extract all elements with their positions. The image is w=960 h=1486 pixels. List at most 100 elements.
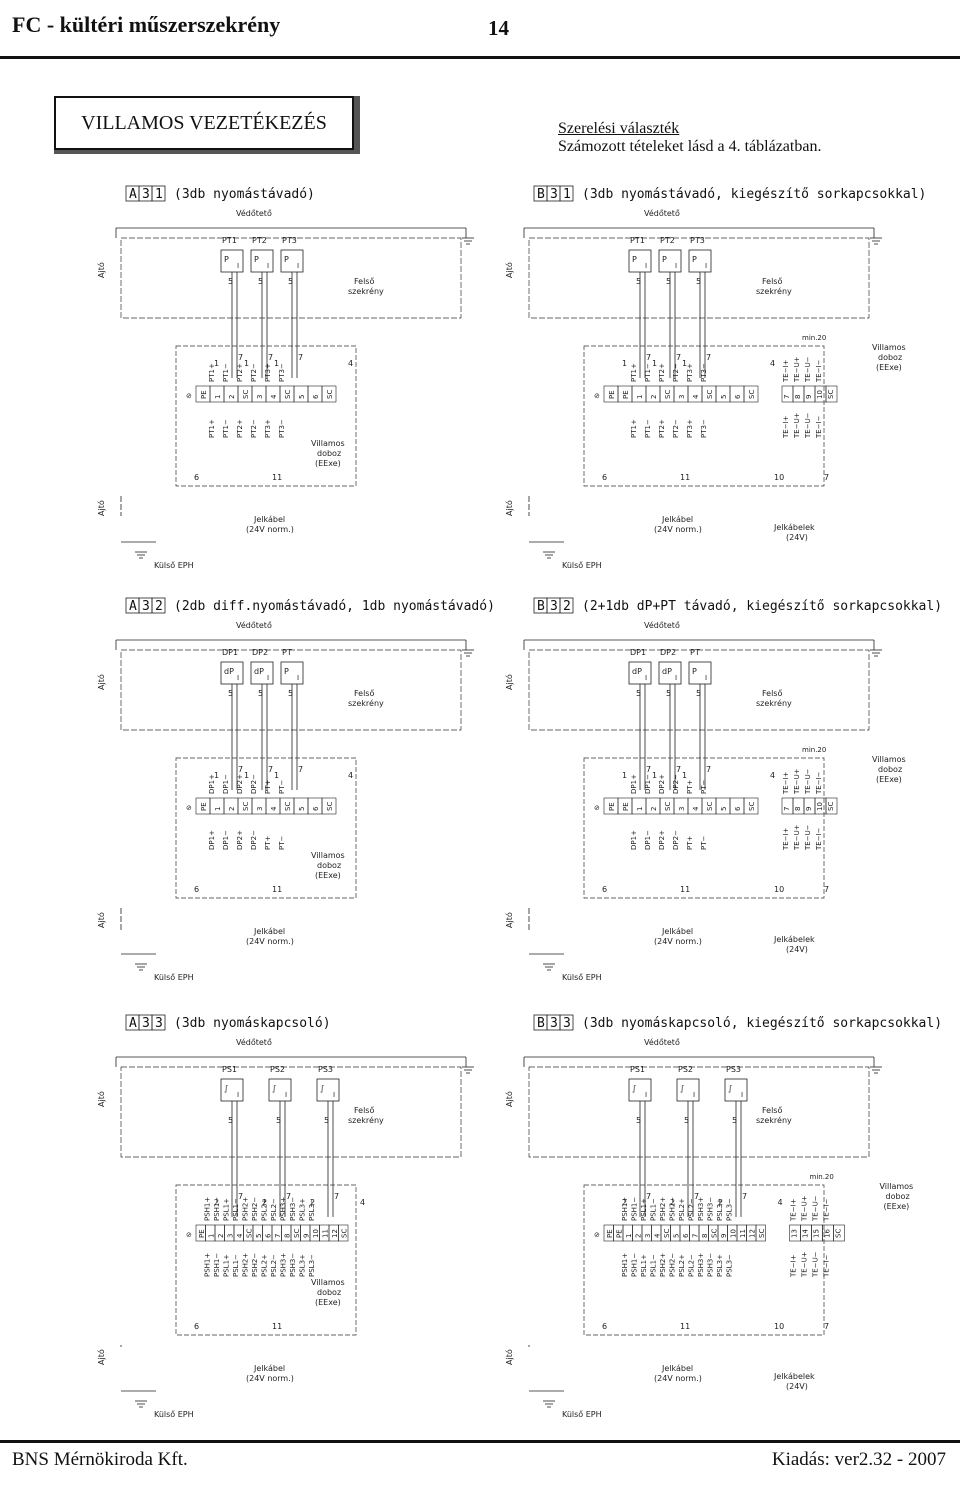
cable-number: 10 xyxy=(774,1322,784,1331)
terminal-wire-label: PSH3+ xyxy=(280,1253,288,1277)
diagram-code-char: 3 xyxy=(142,187,150,202)
upper-cabinet xyxy=(528,1066,870,1158)
diagram-code-char: A xyxy=(129,187,137,202)
terminal-number: 4 xyxy=(692,394,700,399)
terminal-wire-label: TE−I+ xyxy=(782,415,790,439)
diagram-code-char: B xyxy=(537,1016,545,1031)
terminal xyxy=(825,797,838,815)
page-header: FC - kültéri műszerszekrény 14 xyxy=(0,0,960,59)
terminal-number: PE xyxy=(622,802,630,811)
terminal-number: 3 xyxy=(644,1234,652,1238)
terminal-number: PE xyxy=(622,390,630,399)
terminal-wire-label: PSL2+ xyxy=(678,1254,686,1277)
terminal-wire-label: PSH2+ xyxy=(242,1253,250,1277)
cable-number: 5 xyxy=(636,689,641,698)
cable-number: 5 xyxy=(228,1116,233,1125)
page-number: 14 xyxy=(488,16,509,40)
cable-number: 5 xyxy=(288,277,293,286)
diagram-code-char: 2 xyxy=(155,599,163,614)
cable-number: 5 xyxy=(288,689,293,698)
terminal-number: SC xyxy=(326,802,334,811)
terminal-wire-label: PSH1− xyxy=(631,1253,639,1277)
diagram-code-char: 3 xyxy=(550,1016,558,1031)
upper-cabinet-label-2: szekrény xyxy=(348,286,384,296)
transmitter-symbol-i: I xyxy=(285,1091,287,1099)
terminal-number: SC xyxy=(340,1229,348,1238)
terminal-number: 3 xyxy=(678,395,686,399)
terminal-number: 1 xyxy=(636,807,644,811)
cable-number: 5 xyxy=(666,277,671,286)
device-label: PT1 xyxy=(222,236,237,245)
junction-box xyxy=(583,1184,825,1336)
terminal xyxy=(743,797,759,815)
terminal-wire-label: PSH2− xyxy=(669,1253,677,1277)
document-title: FC - kültéri műszerszekrény xyxy=(12,12,281,37)
terminal-number: SC xyxy=(748,390,756,399)
ground-symbol xyxy=(462,649,474,657)
terminal-end-symbol: ⊘ xyxy=(594,392,600,400)
terminal-wire-label: PT3− xyxy=(278,419,286,438)
junction-box-label-3: (EExe) xyxy=(876,363,902,372)
cable-number: 11 xyxy=(272,885,282,894)
cable-number: 11 xyxy=(680,473,690,482)
terminal-wire-label: TE−I− xyxy=(815,415,823,439)
device-label: PS1 xyxy=(222,1065,237,1074)
transmitter-symbol: P xyxy=(632,255,637,264)
terminal-wire-label: TE−I+ xyxy=(790,1254,798,1278)
cable-number: 10 xyxy=(774,885,784,894)
upper-cabinet xyxy=(120,1066,462,1158)
terminal-number: 15 xyxy=(813,1229,821,1238)
signal-cable-label-2: (24V norm.) xyxy=(654,525,702,534)
ground-symbol xyxy=(135,551,147,559)
door-label: Ajtó xyxy=(96,1091,106,1107)
diagram-description: (3db nyomáskapcsoló, kiegészítő sorkapcs… xyxy=(582,1016,942,1031)
upper-cabinet-label: Felső xyxy=(354,689,374,698)
terminal-wire-label: PSH3+ xyxy=(697,1197,705,1221)
terminal-wire-label: DP2− xyxy=(250,774,258,794)
ground-symbol xyxy=(543,1400,555,1408)
junction-box xyxy=(175,345,357,487)
terminal-wire-label: PT1− xyxy=(222,363,230,382)
cable-number: 6 xyxy=(194,473,199,482)
transmitter-symbol: ∫ xyxy=(680,1084,684,1093)
terminal-number: 7 xyxy=(783,807,791,811)
terminal xyxy=(755,1224,766,1242)
cable-number: 7 xyxy=(334,1192,339,1201)
terminal-wire-label: PSH3− xyxy=(707,1197,715,1221)
terminal-wire-label: TE−I+ xyxy=(782,771,790,795)
cable-number: 6 xyxy=(194,1322,199,1331)
terminal-number: 6 xyxy=(682,1233,690,1238)
terminal-wire-label: PT3− xyxy=(278,363,286,382)
cable-number: 6 xyxy=(602,473,607,482)
upper-cabinet-label-2: szekrény xyxy=(348,698,384,708)
terminal-wire-label: PT− xyxy=(278,780,286,794)
terminal-number: 3 xyxy=(678,807,686,811)
terminal-number: 16 xyxy=(824,1229,832,1238)
terminal-wire-label: PT2+ xyxy=(658,363,666,382)
cable-number: 2 xyxy=(214,1198,219,1207)
terminal-wire-label: TE−I+ xyxy=(782,359,790,383)
cable-number: 7 xyxy=(742,1192,747,1201)
terminal-wire-label: PSL2+ xyxy=(261,1254,269,1277)
diagram-description: (2+1db dP+PT távadó, kiegészítő sorkapcs… xyxy=(582,599,942,614)
device-label: PS3 xyxy=(318,1065,333,1074)
terminal xyxy=(825,385,838,403)
terminal-wire-label: PSL3+ xyxy=(716,1254,724,1277)
canopy-label: Védőtető xyxy=(644,1037,680,1047)
terminal-number: 12 xyxy=(748,1229,756,1238)
terminal-wire-label: PT3− xyxy=(700,363,708,382)
terminal-number: 11 xyxy=(739,1229,747,1238)
terminal-number: 12 xyxy=(331,1229,339,1238)
upper-cabinet-label-2: szekrény xyxy=(348,1115,384,1125)
terminal-wire-label: TE−I− xyxy=(823,1198,831,1222)
cable-number: 7 xyxy=(238,1192,243,1201)
cable-number: 7 xyxy=(268,765,273,774)
junction-box-label-2: doboz xyxy=(878,353,902,362)
junction-box-label-3: (EExe) xyxy=(315,459,341,468)
terminal-wire-label: PSL2+ xyxy=(261,1198,269,1221)
terminal-wire-label: PT3+ xyxy=(686,419,694,438)
door-label: Ajtó xyxy=(504,912,514,928)
